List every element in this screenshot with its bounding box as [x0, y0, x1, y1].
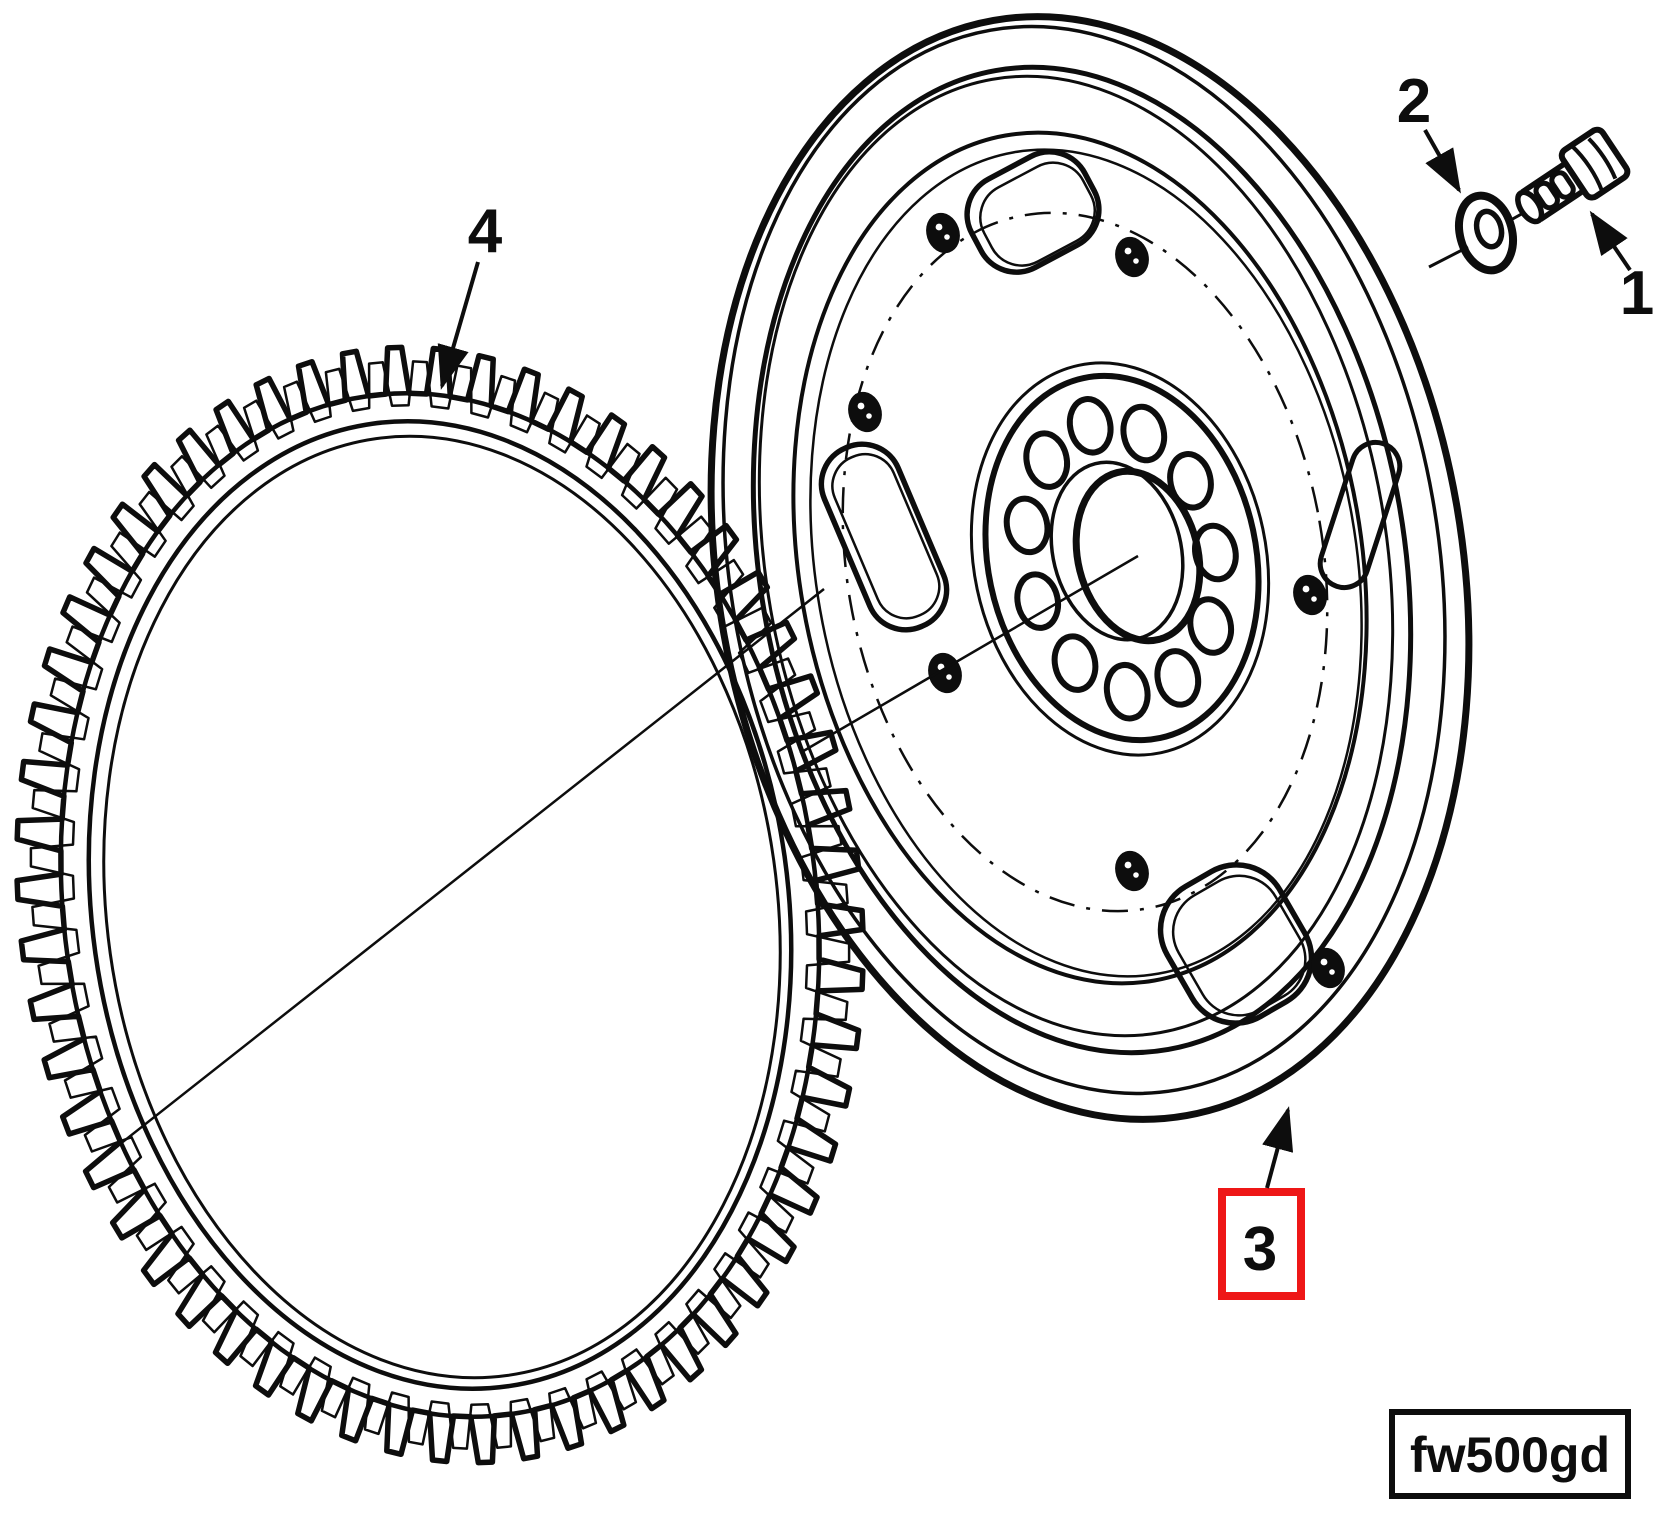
- callout-4-arrow: [437, 261, 480, 390]
- hub-bolt-hole: [1003, 495, 1051, 556]
- hub-bolt-hole: [1066, 396, 1114, 456]
- hub-bolt-hole: [1167, 451, 1214, 511]
- ring-gear: [14, 344, 866, 1466]
- hub-bolt-hole-ring: [1003, 396, 1239, 722]
- flywheel-face-edge-inner-line: [757, 74, 1395, 1038]
- hub-outer-line: [969, 361, 1271, 757]
- figure-code-box: fw500gd: [1389, 1409, 1631, 1499]
- washer-hole: [1473, 208, 1505, 250]
- flywheel-face-bolt-holes: [848, 212, 1345, 989]
- bolt-head-facet: [1570, 144, 1604, 192]
- callout-3-highlight-box: [1218, 1188, 1305, 1300]
- crankshaft-bore: [1072, 467, 1204, 645]
- hub-bolt-hole: [1014, 571, 1062, 631]
- callout-1: 1: [1589, 210, 1654, 328]
- washer-outer: [1455, 191, 1517, 275]
- washer-bolt-connector-line: [1508, 210, 1526, 223]
- hub-bolt-hole: [1051, 633, 1099, 693]
- hub-bolt-hole: [1103, 661, 1151, 722]
- bolt-shank: [1520, 159, 1587, 222]
- hub-bolt-hole: [1120, 403, 1168, 464]
- bolt-head: [1558, 126, 1631, 201]
- callout-3-arrow: [1262, 1106, 1294, 1189]
- cutout-left: [818, 441, 950, 633]
- cutout-top: [964, 149, 1102, 275]
- figure-code-text: fw500gd: [1410, 1427, 1610, 1483]
- flywheel-face-edge: [750, 64, 1414, 1056]
- flywheel-mount-hole: [1115, 850, 1149, 892]
- bolt: [1515, 126, 1631, 225]
- bolt-circle-centerline: [841, 211, 1329, 913]
- ring-gear-axis-centerline: [109, 588, 825, 1153]
- cutout-bottom: [1157, 862, 1315, 1026]
- flywheel-mount-hole: [926, 212, 960, 254]
- cutout-right-slot: [1317, 439, 1403, 591]
- flywheel-recess-lip: [809, 148, 1363, 978]
- callout-1-arrow: [1589, 210, 1632, 272]
- callout-4: 4: [437, 197, 503, 390]
- flywheel-mount-hole: [1311, 947, 1345, 989]
- washer: [1455, 191, 1517, 275]
- flywheel-mount-hole: [1293, 574, 1327, 616]
- callout-3-highlighted: 3: [1218, 1106, 1305, 1300]
- hub-bolt-hole: [1187, 596, 1235, 656]
- figure-code-frame: [1389, 1409, 1631, 1499]
- flywheel-axis-centerline: [799, 554, 1139, 755]
- bolt-head-facet: [1587, 137, 1618, 180]
- flywheel-mount-hole: [848, 391, 882, 433]
- ring-gear-root-circle: [58, 391, 822, 1419]
- callout-2: 2: [1397, 67, 1461, 194]
- hub-bolt-hole: [1154, 648, 1202, 708]
- ring-gear-inner-edge: [86, 419, 794, 1391]
- bolt-thread-mark: [1533, 180, 1560, 211]
- flywheel-outer-rim: [707, 13, 1473, 1123]
- flywheel-mount-hole: [928, 652, 962, 694]
- hub-edge: [982, 372, 1262, 744]
- hub-bolt-hole: [1023, 430, 1071, 490]
- bolt-thread-mark: [1549, 170, 1576, 200]
- callout-2-arrow: [1423, 129, 1461, 194]
- callout-1-label: 1: [1620, 259, 1654, 328]
- ring-gear-inner-edge-line: [102, 434, 782, 1380]
- callout-3-label: 3: [1243, 1215, 1277, 1284]
- callout-2-label: 2: [1397, 67, 1431, 136]
- flywheel-hub: [969, 361, 1271, 757]
- flywheel-mount-hole: [1115, 236, 1149, 278]
- callout-4-label: 4: [468, 197, 503, 266]
- ring-gear-teeth: [14, 344, 866, 1466]
- washer-rim-connector-line: [1428, 245, 1469, 269]
